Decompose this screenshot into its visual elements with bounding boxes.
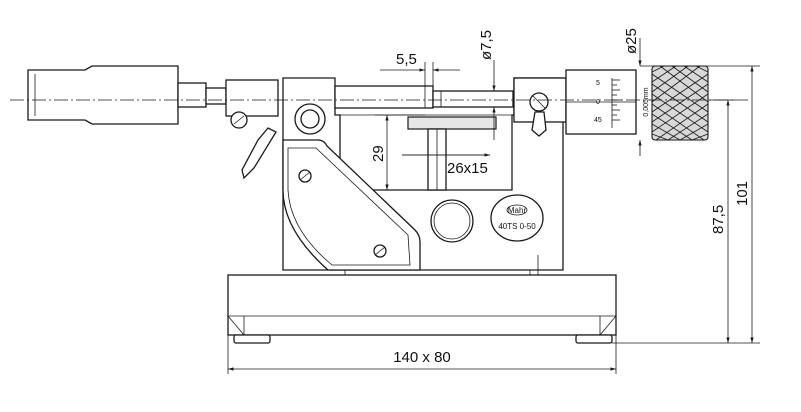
dim-thimble-diameter: ø25 <box>623 28 640 54</box>
dim-throat-depth: 29 <box>370 145 387 162</box>
dimension-labels: 5,5 ø7,5 ø25 29 26x15 101 87,5 140 x 80 <box>370 28 751 366</box>
dim-axis-height: 87,5 <box>710 205 727 234</box>
model-badge: Mahr 40TS 0-50 <box>490 194 544 242</box>
micrometer-head: 5 0 45 0,005mm <box>513 65 709 141</box>
spindle <box>334 85 514 109</box>
knurl-pattern <box>651 65 709 141</box>
dim-spindle-diameter: ø7,5 <box>478 30 495 60</box>
dim-gap: 5,5 <box>396 51 417 68</box>
base-plate <box>227 274 617 344</box>
dim-base-size: 140 x 80 <box>393 349 451 366</box>
scale-mark-0: 0 <box>596 99 600 106</box>
dim-anvil-size: 26x15 <box>447 160 488 177</box>
scale-mark-5: 5 <box>596 80 600 87</box>
left-indicator <box>27 65 279 180</box>
thimble-scale-ticks <box>611 78 622 128</box>
dim-total-height: 101 <box>734 181 751 206</box>
badge-brand: Mahr <box>508 206 527 215</box>
release-button <box>430 199 474 243</box>
scale-resolution: 0,005mm <box>643 87 650 116</box>
dimension-lines <box>227 38 760 374</box>
badge-model: 40TS 0-50 <box>498 222 536 231</box>
scale-mark-45: 45 <box>594 117 602 124</box>
anvil-assembly <box>407 116 497 191</box>
